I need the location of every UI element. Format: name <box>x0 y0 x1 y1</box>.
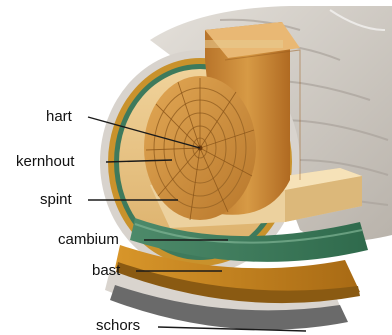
label-hart: hart <box>46 108 73 125</box>
label-kernhout: kernhout <box>16 153 75 170</box>
label-schors: schors <box>96 317 140 334</box>
label-cambium: cambium <box>58 231 119 248</box>
label-bast: bast <box>92 262 121 279</box>
label-spint: spint <box>40 191 73 208</box>
